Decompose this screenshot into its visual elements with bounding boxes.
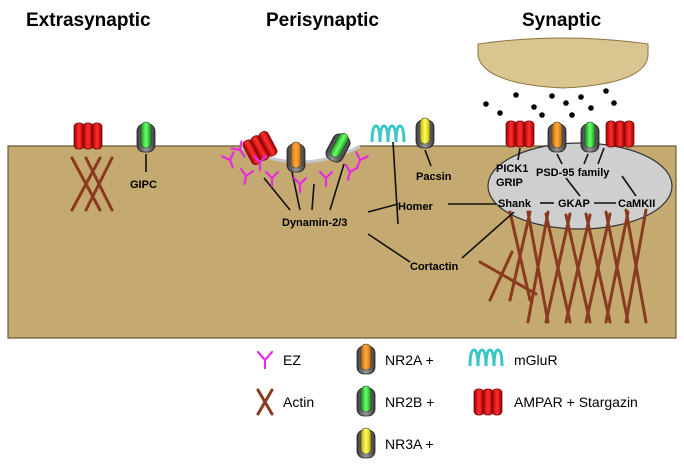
ez-marker <box>344 163 359 181</box>
ampar-synaptic-right <box>605 120 635 148</box>
actin-synaptic <box>508 208 648 324</box>
ez-marker <box>230 140 246 158</box>
neurotransmitter-dots <box>483 88 617 118</box>
ampar-extrasynaptic <box>73 122 103 150</box>
legend-nr2b-label: NR2B + <box>385 394 434 410</box>
legend-nr3a-label: NR3A + <box>385 436 434 452</box>
ez-marker <box>355 151 369 169</box>
ez-marker <box>252 154 268 172</box>
ampar-perisynaptic <box>242 131 278 165</box>
legend-actin-label: Actin <box>283 394 314 410</box>
ez-markers <box>221 140 369 194</box>
legend: EZ Actin NR2A + NR2B + NR3A + mGluR AMPA… <box>256 343 638 459</box>
label-shank: Shank <box>498 198 532 210</box>
label-gipc: GIPC <box>130 179 157 191</box>
interaction-lines <box>145 141 637 263</box>
title-extrasynaptic: Extrasynaptic <box>26 10 151 31</box>
nmda-nr2b-synaptic <box>580 121 600 153</box>
legend-nr2a-icon <box>356 343 376 375</box>
actin-extrasynaptic <box>70 156 114 212</box>
psd-oval <box>487 142 673 230</box>
receptors <box>73 117 635 173</box>
ampar-synaptic-left <box>505 120 535 148</box>
presynaptic-terminal <box>477 37 649 89</box>
legend-nr2b-icon <box>356 385 376 417</box>
legend-nr2a-label: NR2A + <box>385 352 434 368</box>
title-synaptic: Synaptic <box>522 10 602 31</box>
legend-nr2a-shape <box>356 343 376 375</box>
ez-marker <box>318 170 334 188</box>
label-camkii: CaMKII <box>618 198 655 210</box>
nmda-nr3a-perisynaptic <box>415 117 435 149</box>
ez-marker <box>264 170 280 188</box>
title-perisynaptic: Perisynaptic <box>266 10 379 31</box>
legend-mglur-icon <box>468 348 504 367</box>
label-gkap: GKAP <box>558 198 590 210</box>
label-homer: Homer <box>398 201 434 213</box>
nmda-nr2b-extrasynaptic <box>136 121 156 153</box>
legend-actin-icon <box>256 388 274 416</box>
legend-mglur-label: mGluR <box>514 352 558 368</box>
label-cortactin: Cortactin <box>410 261 459 273</box>
legend-nr2b-shape <box>356 385 376 417</box>
ez-marker <box>221 151 235 169</box>
legend-ez-icon <box>256 350 274 370</box>
legend-ampar-label: AMPAR + Stargazin <box>514 394 638 410</box>
label-grip: GRIP <box>496 177 523 189</box>
mglur-receptor <box>370 124 406 143</box>
label-psd95: PSD-95 family <box>536 167 610 179</box>
nmda-nr2a-perisynaptic <box>286 141 306 173</box>
ez-marker <box>240 167 255 185</box>
legend-ampar-icon <box>473 388 503 416</box>
nmda-nr2a-synaptic <box>547 121 567 153</box>
nmda-nr2b-perisynaptic <box>325 132 351 163</box>
legend-nr3a-shape <box>356 427 376 459</box>
label-pacsin: Pacsin <box>416 171 452 183</box>
legend-nr3a-icon <box>356 427 376 459</box>
legend-ez-label: EZ <box>283 352 301 368</box>
label-dynamin: Dynamin-2/3 <box>282 217 347 229</box>
actin-cortactin <box>478 250 538 302</box>
label-pick1: PICK1 <box>496 163 528 175</box>
ez-marker <box>292 176 308 194</box>
legend-ampar-shape <box>473 388 503 416</box>
